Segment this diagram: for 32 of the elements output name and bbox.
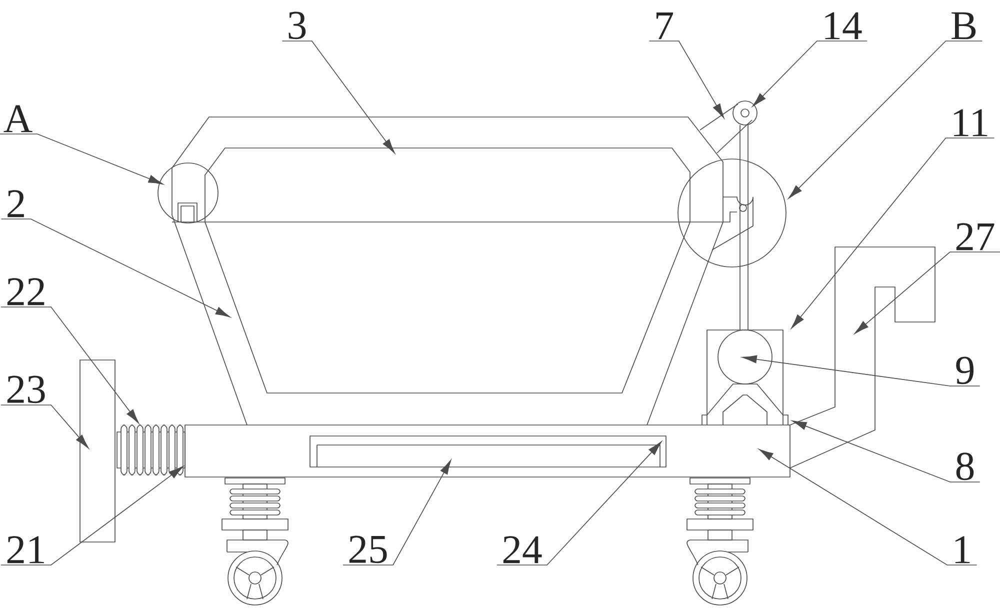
leader-line: [342, 460, 452, 566]
leader-line: [0, 466, 184, 566]
callout-number: 3: [288, 12, 306, 40]
leader-line: [648, 40, 724, 118]
callout-number: 14: [825, 12, 862, 40]
leader-line: [0, 134, 164, 184]
callout-number: 8: [956, 452, 974, 480]
callout-number: 21: [7, 536, 44, 564]
leader-line: [791, 138, 995, 328]
callout-number: 2: [8, 190, 24, 218]
callout-number: 7: [656, 12, 674, 40]
leader-line: [752, 40, 868, 107]
leader-line: [0, 306, 139, 424]
leader-line: [0, 218, 230, 318]
callout-number: B: [952, 12, 976, 40]
leader-line: [742, 355, 980, 386]
callout-number: 23: [7, 376, 45, 404]
callout-number: 24: [503, 536, 542, 564]
leader-line: [854, 252, 1000, 334]
leader-line: [758, 448, 978, 566]
callout-number: 25: [349, 536, 387, 564]
leader-line: [496, 441, 662, 566]
leader-line: [0, 404, 89, 448]
callout-number: A: [4, 105, 32, 132]
callout-number: 27: [956, 223, 994, 250]
leader-line: [792, 420, 980, 482]
leader-line: [788, 40, 983, 199]
callout-number: 22: [7, 278, 44, 306]
leader-line: [282, 40, 395, 154]
callout-number: 9: [956, 356, 974, 384]
callout-number: 1: [955, 536, 970, 564]
callout-number: 11: [954, 109, 988, 136]
